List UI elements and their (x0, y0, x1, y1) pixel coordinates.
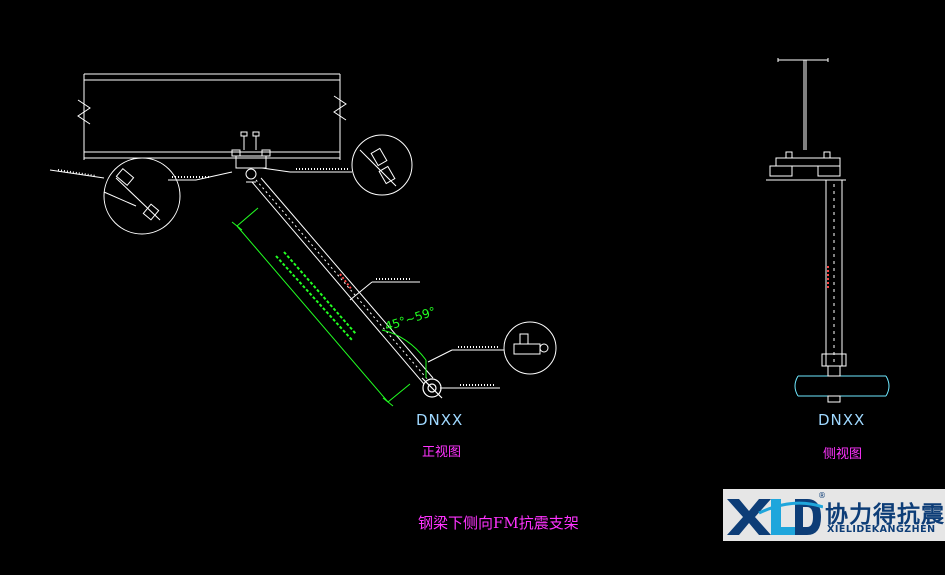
registered-mark: ® (818, 491, 826, 500)
front-view-pipe-label: DNXX (416, 411, 464, 429)
length-dimension (231, 207, 411, 407)
side-view-pipe (794, 375, 890, 397)
dimension-text-block (275, 251, 357, 341)
angle-arc (381, 329, 427, 378)
xld-logo-mark (727, 499, 823, 535)
company-name-cn: 协力得抗震 (825, 502, 945, 528)
side-view-name: 侧视图 (823, 447, 863, 462)
side-view-hanger (777, 58, 829, 150)
red-mark (339, 273, 353, 291)
annotation-leaders (49, 167, 504, 389)
detail-callout-right (503, 321, 557, 375)
beam-clamp (231, 131, 271, 183)
drawing-title: 钢梁下侧向FM抗震支架 (418, 514, 579, 532)
company-logo: ® 协力得抗震 XIELIDEKANGZHEN (723, 489, 945, 541)
detail-callout-top (351, 134, 413, 196)
side-view-pipe-clamp (827, 365, 841, 403)
company-name-pinyin: XIELIDEKANGZHEN (827, 524, 936, 535)
front-view-name: 正视图 (422, 445, 462, 460)
steel-beam (77, 73, 347, 160)
annotation-text-marks (57, 168, 500, 386)
side-view-clamp (766, 151, 846, 181)
detail-callout-left (103, 157, 181, 235)
side-view-channel (821, 180, 847, 367)
pipe-clamp-front (421, 377, 443, 399)
side-view-pipe-label: DNXX (818, 411, 866, 429)
diagonal-brace (251, 177, 434, 385)
